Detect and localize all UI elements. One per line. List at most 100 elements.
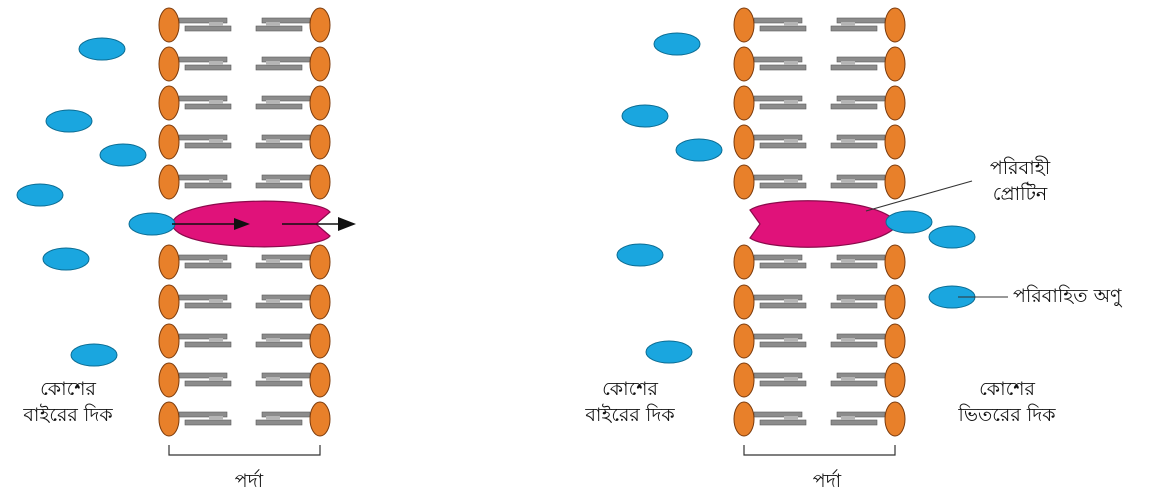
phospholipid-head (158, 401, 180, 437)
molecule (42, 247, 90, 271)
phospholipid-head (158, 362, 180, 398)
lipid-tail (759, 103, 807, 110)
right-inside-label: কোশের ভিতরের দিক (937, 376, 1077, 428)
phospholipid-head (158, 124, 180, 160)
phospholipid-row (733, 7, 906, 43)
phospholipid-row (733, 323, 906, 359)
phospholipid-head (309, 164, 331, 200)
lipid-tail (184, 380, 232, 387)
lipid-tail (184, 25, 232, 32)
lipid-tail-highlight (841, 61, 855, 65)
lipid-tail (759, 182, 807, 189)
right-inside-label-line1: কোশের (979, 378, 1035, 400)
lipid-tail (830, 341, 878, 348)
phospholipid-head (309, 46, 331, 82)
phospholipid-row (158, 323, 331, 359)
lipid-tail (184, 103, 232, 110)
molecule (928, 225, 976, 249)
phospholipid-head (733, 85, 755, 121)
lipid-tail-highlight (266, 61, 280, 65)
lipid-tail-highlight (784, 179, 798, 183)
phospholipid-row (158, 46, 331, 82)
membrane-bracket (168, 445, 321, 456)
phospholipid-row (158, 7, 331, 43)
lipid-tail (830, 419, 878, 426)
lipid-tail-highlight (841, 100, 855, 104)
lipid-tail-highlight (209, 139, 223, 143)
left-membrane-label: পর্দা (234, 470, 264, 492)
molecule (128, 212, 176, 236)
lipid-tail (184, 64, 232, 71)
phospholipid-row (158, 401, 331, 437)
lipid-tail (184, 341, 232, 348)
lipid-tail-highlight (266, 100, 280, 104)
right-panel (616, 7, 976, 456)
lipid-tail (255, 380, 303, 387)
phospholipid-head (309, 85, 331, 121)
phospholipid-head (309, 244, 331, 280)
lipid-tail (255, 25, 303, 32)
right-inside-label-line2: ভিতরের দিক (958, 404, 1056, 426)
lipid-tail (759, 64, 807, 71)
phospholipid-row (733, 85, 906, 121)
lipid-tail (830, 380, 878, 387)
phospholipid-row (158, 124, 331, 160)
membrane-bracket (743, 445, 896, 456)
lipid-tail (830, 64, 878, 71)
lipid-tail (255, 182, 303, 189)
lipid-tail (255, 302, 303, 309)
lipid-tail-highlight (784, 61, 798, 65)
phospholipid-row (733, 164, 906, 200)
phospholipid-head (158, 244, 180, 280)
phospholipid-head (309, 401, 331, 437)
lipid-tail (830, 142, 878, 149)
lipid-tail-highlight (209, 416, 223, 420)
lipid-tail-highlight (209, 338, 223, 342)
lipid-tail-highlight (266, 416, 280, 420)
lipid-tail (184, 302, 232, 309)
lipid-tail-highlight (784, 100, 798, 104)
phospholipid-head (158, 323, 180, 359)
molecule (78, 37, 126, 61)
lipid-tail-highlight (784, 377, 798, 381)
phospholipid-head (158, 164, 180, 200)
lipid-tail-highlight (209, 61, 223, 65)
lipid-tail (759, 341, 807, 348)
lipid-tail (184, 182, 232, 189)
lipid-tail (759, 262, 807, 269)
lipid-tail-highlight (209, 259, 223, 263)
lipid-tail-highlight (784, 338, 798, 342)
lipid-tail-highlight (784, 416, 798, 420)
lipid-tail-highlight (784, 299, 798, 303)
lipid-tail-highlight (841, 139, 855, 143)
phospholipid-head (733, 362, 755, 398)
molecule (885, 210, 933, 234)
right-outside-label: কোশের বাইরের দিক (565, 376, 695, 428)
lipid-tail-highlight (841, 259, 855, 263)
lipid-tail (830, 25, 878, 32)
phospholipid-head (309, 124, 331, 160)
phospholipid-row (733, 362, 906, 398)
lipid-tail-highlight (266, 377, 280, 381)
phospholipid-head (884, 323, 906, 359)
phospholipid-head (733, 244, 755, 280)
lipid-tail-highlight (209, 179, 223, 183)
lipid-tail (255, 103, 303, 110)
molecule (653, 32, 701, 56)
phospholipid-head (884, 401, 906, 437)
lipid-tail-highlight (266, 259, 280, 263)
phospholipid-head (884, 85, 906, 121)
phospholipid-head (884, 46, 906, 82)
phospholipid-head (309, 362, 331, 398)
right-outside-label-line2: বাইরের দিক (585, 404, 675, 426)
phospholipid-head (733, 124, 755, 160)
transport-arrowhead (338, 217, 356, 231)
lipid-tail-highlight (209, 299, 223, 303)
phospholipid-head (158, 85, 180, 121)
phospholipid-row (733, 284, 906, 320)
lipid-tail-highlight (266, 179, 280, 183)
left-outside-label-line2: বাইরের দিক (23, 404, 113, 426)
lipid-tail-highlight (209, 22, 223, 26)
phospholipid-row (733, 124, 906, 160)
lipid-tail-highlight (841, 299, 855, 303)
